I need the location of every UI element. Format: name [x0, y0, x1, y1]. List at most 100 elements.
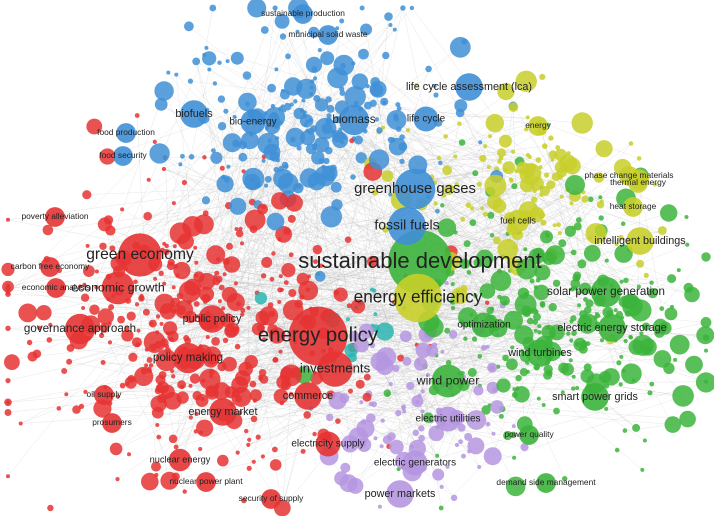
keyword-node[interactable] — [143, 211, 152, 221]
keyword-node[interactable] — [587, 196, 594, 203]
keyword-node[interactable] — [99, 242, 107, 250]
keyword-node[interactable] — [301, 98, 306, 103]
keyword-node[interactable] — [163, 321, 178, 336]
keyword-node[interactable] — [573, 337, 587, 351]
keyword-node[interactable] — [264, 175, 272, 183]
keyword-node[interactable] — [201, 196, 211, 205]
keyword-node[interactable] — [109, 442, 123, 456]
keyword-node[interactable] — [618, 234, 624, 241]
keyword-node-main[interactable] — [118, 233, 162, 277]
keyword-node[interactable] — [251, 459, 256, 464]
keyword-node[interactable] — [238, 92, 257, 112]
keyword-node[interactable] — [2, 280, 14, 293]
keyword-node-main[interactable] — [261, 489, 281, 509]
keyword-node[interactable] — [486, 165, 491, 170]
keyword-node[interactable] — [115, 394, 120, 399]
keyword-node[interactable] — [516, 258, 538, 280]
keyword-node[interactable] — [184, 337, 192, 345]
keyword-node[interactable] — [354, 337, 370, 353]
keyword-node[interactable] — [388, 137, 407, 156]
keyword-node[interactable] — [345, 317, 350, 322]
keyword-node[interactable] — [405, 128, 411, 133]
keyword-node[interactable] — [169, 222, 192, 245]
keyword-node[interactable] — [158, 270, 164, 276]
keyword-node[interactable] — [166, 70, 171, 75]
keyword-node[interactable] — [362, 392, 372, 402]
keyword-node[interactable] — [380, 418, 385, 423]
keyword-node[interactable] — [463, 336, 468, 341]
keyword-node[interactable] — [604, 258, 609, 263]
keyword-node[interactable] — [4, 409, 12, 416]
keyword-node[interactable] — [489, 233, 495, 238]
keyword-node[interactable] — [348, 330, 360, 342]
keyword-node[interactable] — [217, 299, 222, 304]
keyword-node-main[interactable] — [536, 473, 556, 493]
keyword-node[interactable] — [313, 137, 330, 153]
keyword-node[interactable] — [348, 427, 369, 447]
keyword-node[interactable] — [66, 358, 73, 365]
keyword-node[interactable] — [454, 442, 460, 448]
keyword-node[interactable] — [152, 139, 157, 144]
keyword-node[interactable] — [97, 308, 115, 325]
keyword-node[interactable] — [339, 90, 346, 96]
keyword-node[interactable] — [577, 303, 582, 308]
keyword-node[interactable] — [475, 249, 494, 268]
keyword-node[interactable] — [481, 344, 487, 351]
keyword-node[interactable] — [510, 149, 516, 154]
keyword-node[interactable] — [258, 369, 267, 377]
keyword-node[interactable] — [188, 415, 193, 420]
keyword-node[interactable] — [428, 425, 445, 442]
keyword-node[interactable] — [367, 256, 379, 268]
keyword-node[interactable] — [459, 258, 470, 270]
keyword-node[interactable] — [155, 423, 160, 427]
keyword-node[interactable] — [502, 354, 509, 362]
keyword-node-main[interactable] — [388, 230, 452, 294]
keyword-node[interactable] — [283, 102, 292, 111]
keyword-node[interactable] — [163, 248, 170, 256]
keyword-node[interactable] — [471, 336, 478, 342]
keyword-node[interactable] — [479, 154, 487, 162]
keyword-node[interactable] — [513, 386, 530, 403]
keyword-node-main[interactable] — [455, 73, 483, 101]
keyword-node-main[interactable] — [581, 383, 609, 411]
keyword-node[interactable] — [155, 349, 178, 372]
keyword-node[interactable] — [628, 141, 634, 146]
keyword-node[interactable] — [318, 263, 324, 268]
keyword-node[interactable] — [539, 185, 551, 196]
keyword-node[interactable] — [571, 374, 576, 379]
keyword-node[interactable] — [173, 444, 179, 450]
keyword-node[interactable] — [6, 474, 10, 479]
keyword-node[interactable] — [226, 242, 233, 250]
keyword-node[interactable] — [246, 465, 252, 471]
keyword-node[interactable] — [314, 165, 336, 187]
keyword-node[interactable] — [350, 299, 366, 314]
keyword-node[interactable] — [188, 154, 195, 160]
keyword-node[interactable] — [277, 300, 282, 304]
keyword-node[interactable] — [402, 409, 407, 414]
keyword-node[interactable] — [623, 277, 629, 283]
keyword-node[interactable] — [505, 476, 526, 497]
keyword-node[interactable] — [264, 107, 286, 128]
keyword-node[interactable] — [420, 389, 425, 394]
keyword-node[interactable] — [1, 262, 15, 276]
keyword-node[interactable] — [441, 192, 447, 198]
keyword-node-main[interactable] — [196, 472, 216, 492]
keyword-node[interactable] — [141, 472, 159, 491]
keyword-node[interactable] — [486, 381, 499, 394]
keyword-node[interactable] — [570, 279, 581, 289]
keyword-node[interactable] — [154, 293, 175, 314]
keyword-node[interactable] — [154, 98, 168, 111]
keyword-node[interactable] — [173, 261, 191, 280]
keyword-node[interactable] — [195, 394, 209, 407]
keyword-node-main[interactable] — [64, 313, 96, 345]
keyword-node[interactable] — [649, 381, 655, 387]
keyword-node[interactable] — [223, 256, 241, 273]
keyword-node[interactable] — [217, 95, 226, 103]
keyword-node[interactable] — [308, 26, 320, 38]
keyword-node[interactable] — [344, 236, 352, 243]
keyword-node[interactable] — [432, 83, 437, 88]
keyword-node[interactable] — [269, 276, 275, 282]
keyword-node[interactable] — [320, 51, 335, 66]
keyword-node[interactable] — [493, 236, 501, 245]
keyword-node[interactable] — [148, 319, 157, 328]
